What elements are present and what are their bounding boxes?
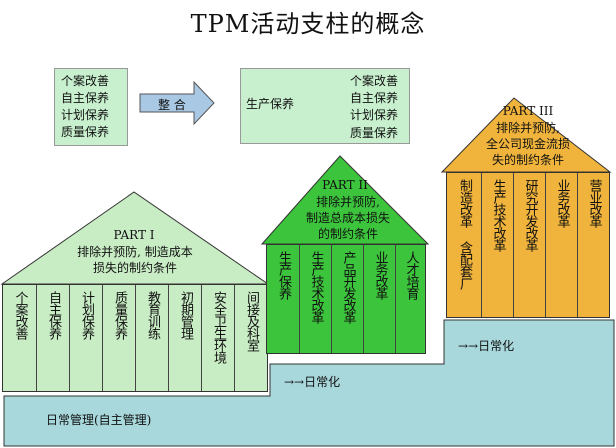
production-maintenance-item: 自主保养: [350, 91, 399, 105]
part1-pillar: 初期管理: [168, 285, 201, 391]
part3-desc-line: 失的制约条件: [491, 153, 564, 167]
production-maintenance-item: 计划保养: [350, 108, 399, 122]
integrate-arrow: [139, 80, 215, 126]
part1-pillar: 个案改善: [12, 291, 28, 339]
part1-description: 排除并预防, 制造成本 损失的制约条件: [40, 244, 230, 276]
part3-pillar: 制造改革 含配套厂: [457, 179, 472, 289]
production-maintenance-box: [240, 68, 410, 144]
part2-desc-line: 的制约条件: [317, 227, 378, 241]
part2-pillar: 人才培育: [395, 245, 425, 353]
left-maintenance-box: 个案改善 自主保养 计划保养 质量保养: [54, 68, 128, 146]
part1-pillar: 计划保养: [69, 285, 102, 391]
part1-pillar: 安全卫生环境: [201, 285, 234, 391]
routinization-label-mid: →→日常化: [284, 375, 341, 389]
part2-pillars: 生产保养 生产技术改革 产品开发改革 业务改革 人才培育: [266, 244, 426, 354]
part2-title: PART II: [322, 178, 368, 192]
part2-pillar: 生产保养: [276, 251, 291, 299]
part2-description: 排除并预防, 制造总成本损失 的制约条件: [290, 194, 406, 242]
part2-pillar: 生产技术改革: [299, 245, 331, 353]
part1-desc-line: 损失的制约条件: [92, 261, 177, 275]
part2-desc-line: 制造总成本损失: [305, 211, 390, 225]
left-box-item: 个案改善: [61, 74, 110, 88]
part3-pillar: 营业改革: [577, 173, 609, 317]
routinization-label-top: →→日常化: [458, 339, 515, 353]
part3-description: 排除并预防, 全公司现金流损 失的制约条件: [466, 120, 590, 168]
part3-pillar: 业务改革: [545, 173, 577, 317]
part1-pillar: 质量保养: [102, 285, 135, 391]
part3-title: PART III: [502, 104, 554, 118]
left-box-item: 计划保养: [61, 108, 110, 122]
part1-pillar: 间接及科室: [234, 285, 267, 391]
left-box-item: 质量保养: [61, 125, 110, 139]
daily-management-label: 日常管理(自主管理): [46, 413, 152, 427]
part3-pillar: 生产技术改革: [481, 173, 513, 317]
part2-pillar: 业务改革: [363, 245, 395, 353]
part1-desc-line: 排除并预防, 制造成本: [77, 245, 193, 259]
production-maintenance-root: 生产保养: [246, 97, 295, 111]
part3-pillar: 研究开发改革: [513, 173, 545, 317]
part3-desc-line: 全公司现金流损: [485, 137, 570, 151]
part3-desc-line: 排除并预防,: [496, 121, 560, 135]
page-title: TPM活动支柱的概念: [190, 10, 426, 38]
arrow-label: 整 合: [158, 98, 186, 112]
part1-pillar: 教育训练: [135, 285, 168, 391]
part2-desc-line: 排除并预防,: [316, 195, 380, 209]
part1-pillars: 个案改善 自主保养 计划保养 质量保养 教育训练 初期管理 安全卫生环境 间接及…: [2, 284, 268, 392]
production-maintenance-item: 个案改善: [350, 74, 399, 88]
part3-pillars: 制造改革 含配套厂 生产技术改革 研究开发改革 业务改革 营业改革: [446, 172, 610, 318]
part1-pillar: 自主保养: [36, 285, 69, 391]
part1-title: PART I: [113, 228, 155, 242]
production-maintenance-item: 质量保养: [350, 126, 399, 140]
part2-pillar: 产品开发改革: [331, 245, 363, 353]
left-box-item: 自主保养: [61, 91, 110, 105]
